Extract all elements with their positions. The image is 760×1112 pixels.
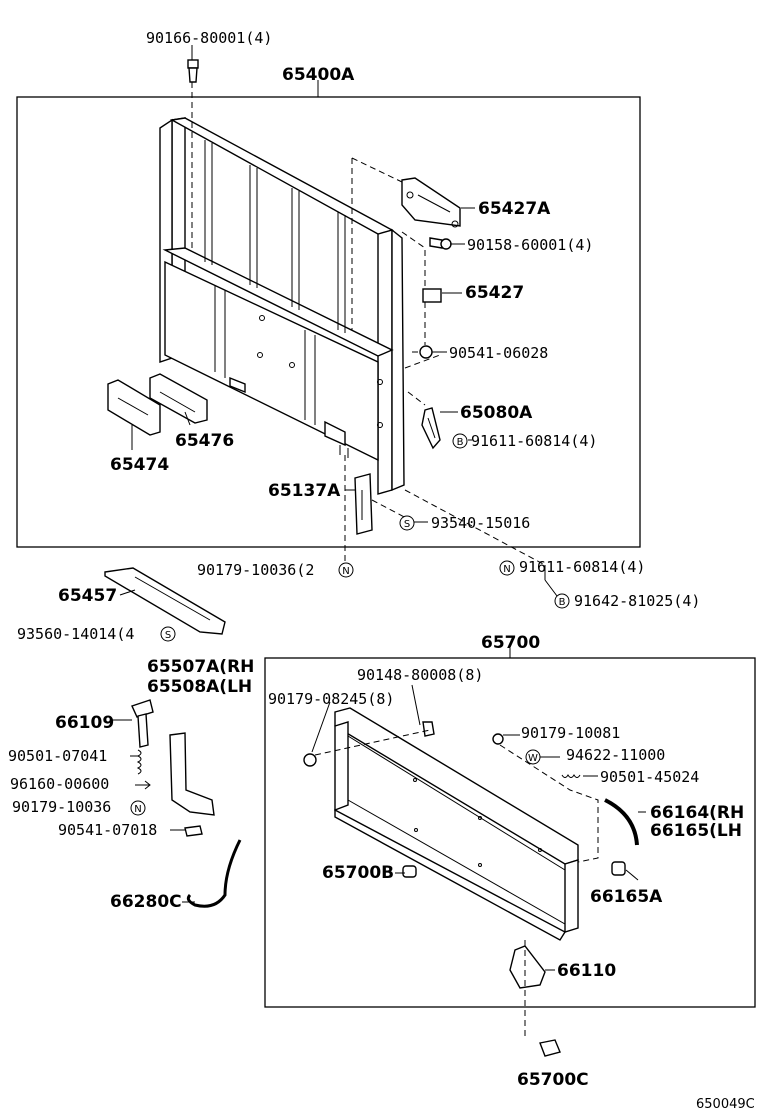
label-90501-45024: 90501-45024	[600, 768, 699, 786]
headboard-frame	[159, 117, 405, 495]
pin-96160	[135, 780, 151, 790]
bolt-90158	[429, 237, 452, 250]
label-93540-15016: 93540-15016	[431, 514, 530, 532]
label-90179-10036-b: 90179-10036	[12, 798, 111, 816]
bracket-65476	[149, 373, 208, 424]
label-65427A: 65427A	[478, 199, 551, 219]
svg-text:N: N	[503, 564, 510, 575]
spring-90501-07041	[136, 749, 142, 775]
label-66110: 66110	[557, 961, 616, 981]
label-65700B: 65700B	[322, 863, 394, 883]
svg-text:B: B	[559, 597, 566, 608]
pad-65700B	[402, 865, 417, 878]
label-90541-06028: 90541-06028	[449, 344, 548, 362]
symbol-N-2: N	[499, 560, 515, 576]
label-90501-07041: 90501-07041	[8, 747, 107, 765]
svg-text:W: W	[528, 753, 538, 764]
symbol-W-1: W	[525, 749, 541, 765]
label-65400A: 65400A	[282, 65, 355, 85]
label-91611-60814-n: 91611-60814(4)	[519, 558, 645, 576]
nut-90541-06028	[412, 345, 433, 359]
label-65137A: 65137A	[268, 481, 341, 501]
symbol-N-3: N	[130, 800, 146, 816]
label-65476: 65476	[175, 431, 234, 451]
bolt-65700C	[539, 1039, 561, 1057]
label-90541-07018: 90541-07018	[58, 821, 157, 839]
label-65457: 65457	[58, 586, 117, 606]
post-65137A	[354, 473, 373, 535]
label-65474: 65474	[110, 455, 169, 475]
cable-66164	[604, 798, 639, 846]
label-90158-60001: 90158-60001(4)	[467, 236, 593, 254]
svg-text:N: N	[342, 566, 349, 577]
label-90179-10036-a: 90179-10036(2	[197, 561, 314, 579]
label-65080A: 65080A	[460, 403, 533, 423]
label-65507A: 65507A(RH	[147, 657, 254, 677]
bolt-90541-07018	[184, 825, 203, 837]
label-90148-80008: 90148-80008(8)	[357, 666, 483, 684]
label-90179-10081: 90179-10081	[521, 724, 620, 742]
label-93560-14014: 93560-14014(4	[17, 625, 134, 643]
label-66164: 66164(RH	[650, 803, 744, 823]
nut-90179-10081	[492, 733, 504, 745]
label-66280C: 66280C	[110, 892, 182, 912]
label-90179-08245: 90179-08245(8)	[268, 690, 394, 708]
latch-65080A	[421, 407, 441, 450]
cap-66165A	[611, 861, 626, 876]
label-65700: 65700	[481, 633, 540, 653]
svg-text:S: S	[165, 630, 171, 641]
leader-lines	[110, 45, 646, 971]
bolt-90148	[422, 721, 435, 737]
label-96160-00600: 96160-00600	[10, 775, 109, 793]
bracket-65427A	[401, 177, 461, 228]
symbol-B-2: B	[554, 593, 570, 609]
label-66165: 66165(LH	[650, 821, 742, 841]
knob-66109	[131, 699, 154, 748]
label-65700C: 65700C	[517, 1070, 589, 1090]
svg-text:B: B	[457, 437, 464, 448]
nut-90179-08245	[303, 753, 317, 767]
label-91611-60814-b: 91611-60814(4)	[471, 432, 597, 450]
label-65427: 65427	[465, 283, 524, 303]
symbol-S-1: S	[399, 515, 415, 531]
label-94622-11000: 94622-11000	[566, 746, 665, 764]
rail-65457	[104, 567, 226, 635]
lever-65507A	[169, 732, 215, 816]
label-90166-80001: 90166-80001(4)	[146, 29, 272, 47]
symbol-B-1: B	[452, 433, 468, 449]
label-66165A: 66165A	[590, 887, 663, 907]
bracket-65474	[107, 379, 161, 436]
svg-text:S: S	[404, 519, 410, 530]
label-66109: 66109	[55, 713, 114, 733]
diagram-code: 650049C	[696, 1097, 755, 1112]
label-91642-81025: 91642-81025(4)	[574, 592, 700, 610]
svg-text:N: N	[134, 804, 141, 815]
bolt-90166	[187, 59, 199, 83]
hinge-66110	[509, 945, 546, 989]
headboard-group-box	[16, 96, 641, 548]
block-65427	[422, 288, 442, 303]
symbol-N-1: N	[338, 562, 354, 578]
spring-90501-45024	[561, 774, 581, 778]
symbol-S-2: S	[160, 626, 176, 642]
label-65508A: 65508A(LH	[147, 677, 252, 697]
tailgate-65700	[334, 707, 579, 941]
rod-66280C	[186, 839, 242, 908]
